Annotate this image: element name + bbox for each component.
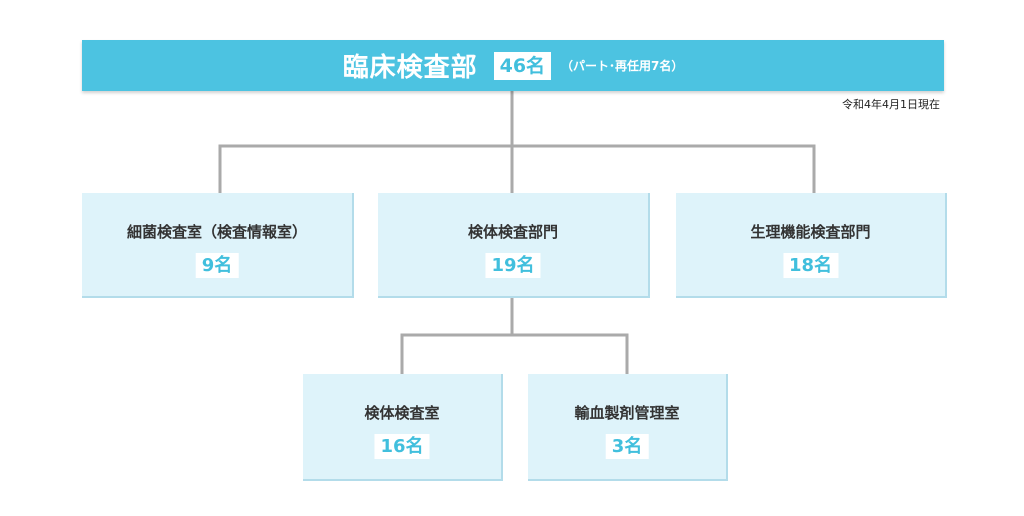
subdept-count-badge: 3名	[605, 434, 649, 459]
subdept-box-transfusion: 輸血製剤管理室 3名	[528, 374, 728, 481]
dept-box-bacteriology: 細菌検査室（検査情報室） 9名	[82, 193, 354, 298]
dept-count-badge: 18名	[782, 253, 839, 278]
org-root-header: 臨床検査部 46名 （パート･再任用7名）	[82, 40, 944, 91]
dept-box-physiology: 生理機能検査部門 18名	[676, 193, 947, 298]
dept-name: 検体検査部門	[467, 223, 558, 241]
org-root-title: 臨床検査部	[342, 53, 478, 83]
subdept-name: 輸血製剤管理室	[574, 404, 680, 422]
dept-count-badge: 9名	[195, 253, 239, 278]
org-root-count-badge: 46名	[493, 51, 552, 80]
subdept-name: 検体検査室	[364, 404, 440, 422]
dept-name: 細菌検査室（検査情報室）	[126, 223, 307, 241]
dept-count-badge: 19名	[485, 253, 541, 278]
subdept-count-badge: 16名	[374, 434, 430, 459]
dept-name: 生理機能検査部門	[750, 223, 871, 241]
as-of-date: 令和4年4月1日現在	[842, 98, 940, 111]
subdept-box-specimen-lab: 検体検査室 16名	[303, 374, 503, 481]
dept-box-specimen-testing: 検体検査部門 19名	[378, 193, 650, 298]
org-root-note: （パート･再任用7名）	[561, 59, 684, 73]
